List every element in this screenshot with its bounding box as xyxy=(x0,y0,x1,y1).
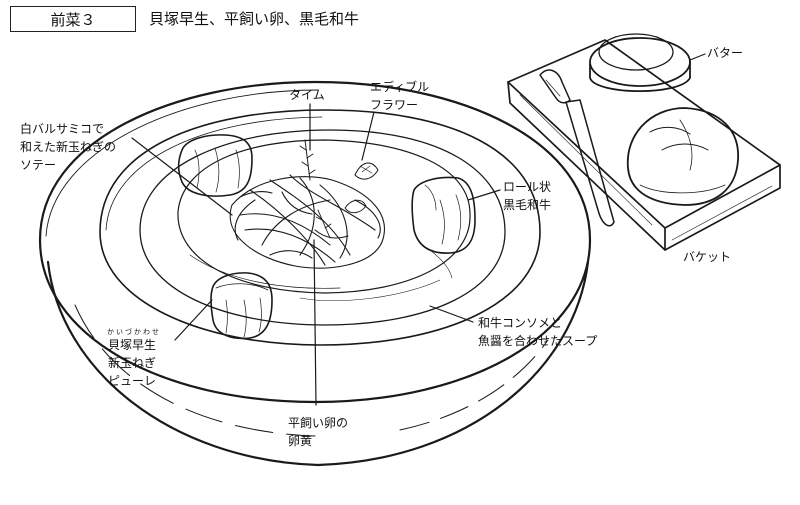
label-onion-saute: 白バルサミコで 和えた新玉ねぎの ソテー xyxy=(20,122,117,172)
baguette-bread xyxy=(626,107,739,206)
soup-and-puree xyxy=(177,139,471,301)
bread-board xyxy=(507,39,781,251)
onion-saute-pile xyxy=(229,139,385,269)
label-puree: 貝塚早生 新玉ねぎ ピューレ xyxy=(108,338,157,388)
butter-dish xyxy=(589,33,691,93)
label-soup: 和牛コンソメと 魚醤を合わせたスープ xyxy=(478,316,598,348)
label-butter: バター xyxy=(707,46,744,60)
label-baguette: バケット xyxy=(683,250,732,264)
dish-title: 貝塚早生、平飼い卵、黒毛和牛 xyxy=(149,10,360,28)
wagyu-rolls xyxy=(177,134,476,340)
butter-knife xyxy=(539,69,615,227)
label-puree-ruby: かいづかわせ xyxy=(107,328,161,336)
label-wagyu-roll: ロール状 黒毛和牛 xyxy=(503,180,552,212)
course-badge: 前菜３ xyxy=(10,6,136,32)
label-edible-flower: エディブル フラワー xyxy=(370,80,430,112)
course-label: 前菜３ xyxy=(50,10,96,29)
bowl xyxy=(38,80,592,467)
label-thyme: タイム xyxy=(289,88,325,102)
leader-lines xyxy=(131,53,706,406)
label-egg-yolk: 平飼い卵の 卵黄 xyxy=(288,416,349,448)
